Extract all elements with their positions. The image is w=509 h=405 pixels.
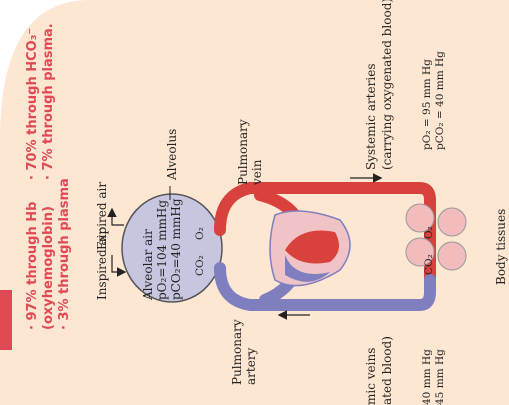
systemic-arteries-label: Systemic arteries [364,64,378,170]
expired-air-label: Expired air [95,182,109,250]
pulmonary-artery-label-2: artery [244,347,258,385]
svg-text:· 7% through plasma.: · 7% through plasma. [41,23,56,180]
tissue-o2: O₂ [423,226,435,239]
note-right-2: · 7% through plasma. [41,23,56,180]
alveolus-o2: O₂ [194,227,206,240]
pulmonary-artery-label-1: Pulmonary [230,319,244,385]
systemic-veins-note: ated blood) [380,336,394,405]
alveolus-label: Alveolus [165,129,179,181]
systemic-arteries-note: (carrying oxygenated blood) [380,0,394,170]
arterial-pco2: pCO₂ = 40 mm Hg [434,51,446,150]
svg-text:· 3% through plasma: · 3% through plasma [57,178,72,330]
svg-text:· 97% through Hb: · 97% through Hb [25,202,40,330]
pulmonary-vein-label-2: vein [250,159,264,186]
tissue-co2: CO₂ [423,254,435,275]
venous-pco2: 45 mm Hg [434,349,446,405]
note-left-1: · 97% through Hb [25,202,40,330]
alveolus-co2: CO₂ [194,255,206,276]
notes-marker [0,290,12,350]
arterial-po2: pO₂ = 95 mm Hg [421,59,433,150]
body-tissues-label: Body tissues [494,209,508,285]
note-left-2: (oxyhemoglobin) [41,206,56,330]
alveolar-pco2: pCO₂=40 mmHg [169,198,183,300]
svg-text:· 70% through HCO₃⁻: · 70% through HCO₃⁻ [25,28,40,180]
alveolar-air-label: Alveolar air [141,229,155,301]
venous-po2: 40 mm Hg [421,349,433,405]
systemic-veins-label: mic veins [364,348,378,405]
note-right-1: · 70% through HCO₃⁻ [25,28,40,180]
svg-text:(oxyhemoglobin): (oxyhemoglobin) [41,206,56,330]
notes-right: · 70% through HCO₃⁻ · 7% through plasma. [25,23,56,180]
pulmonary-vein-label-1: Pulmonary [236,119,250,185]
alveolar-po2: pO₂=104 mmHg [155,200,169,300]
note-left-3: · 3% through plasma [57,178,72,330]
